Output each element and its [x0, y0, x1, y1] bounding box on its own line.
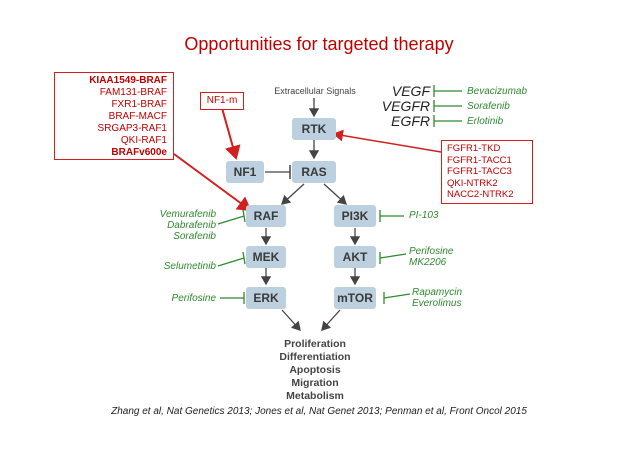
outcome-item: Differentiation: [279, 351, 351, 363]
ligand-vegfr: VEGFR: [381, 98, 430, 114]
fusion-item: FAM131-BRAF: [99, 87, 167, 98]
fusion-item: FXR1-BRAF: [111, 99, 167, 110]
drug-perifosine-akt: Perifosine: [409, 246, 454, 257]
citation: Zhang et al, Nat Genetics 2013; Jones et…: [111, 406, 527, 417]
akt-drugs: Perifosine MK2206: [409, 246, 453, 268]
right-drug-inhibitors: [379, 210, 411, 304]
outcomes-list: Proliferation Differentiation Apoptosis …: [260, 338, 370, 403]
fusion-item: SRGAP3-RAF1: [97, 123, 167, 134]
rtk-fusion-box: FGFR1-TKD FGFR1-TACC1 FGFR1-TACC3 QKI-NT…: [441, 140, 533, 204]
extracellular-signals-label: Extracellular Signals: [274, 86, 356, 96]
rtk-fusion-item: NACC2-NTRK2: [447, 189, 514, 200]
node-mtor: mTOR: [334, 287, 376, 309]
arrow-erk-outcomes: [281, 309, 301, 331]
drug-sorafenib-rtk: Sorafenib: [467, 101, 510, 112]
node-pi3k: PI3K: [334, 205, 376, 227]
drug-dabrafenib: Dabrafenib: [167, 220, 216, 231]
arrow-fusions-raf: [173, 153, 252, 212]
node-akt: AKT: [334, 246, 376, 268]
fusion-item: BRAF-MACF: [108, 111, 167, 122]
node-raf: RAF: [246, 205, 286, 227]
mtor-drugs: Rapamycin Everolimus: [412, 287, 462, 309]
drug-selumetinib: Selumetinib: [163, 261, 216, 272]
drug-everolimus: Everolimus: [412, 298, 462, 309]
fusion-box: KIAA1549-BRAF FAM131-BRAF FXR1-BRAF BRAF…: [54, 72, 174, 160]
slide-title: Opportunities for targeted therapy: [184, 34, 454, 54]
left-drug-inhibitors: [217, 209, 246, 304]
drug-pi103: PI-103: [409, 210, 439, 221]
arrow-ras-pi3k: [323, 183, 347, 205]
rtk-drug-inhibitors: [433, 85, 462, 127]
rtk-fusion-item: FGFR1-TKD: [447, 143, 501, 154]
drug-bevacizumab: Bevacizumab: [467, 86, 528, 97]
rtk-fusion-item: FGFR1-TACC3: [447, 166, 512, 177]
node-nf1: NF1: [226, 161, 264, 183]
ligand-egfr: EGFR: [391, 113, 430, 129]
fusion-item: KIAA1549-BRAF: [89, 75, 167, 86]
rtk-fusion-item: QKI-NTRK2: [447, 177, 498, 189]
nf1m-box: NF1-m: [200, 92, 244, 110]
drug-vemurafenib: Vemurafenib: [159, 209, 216, 220]
node-rtk: RTK: [292, 118, 336, 140]
node-ras: RAS: [292, 161, 336, 183]
outcome-item: Proliferation: [284, 338, 346, 350]
raf-drugs: Vemurafenib Dabrafenib Sorafenib: [120, 209, 216, 242]
rtk-fusion-item: FGFR1-TACC1: [447, 154, 512, 166]
drug-rapamycin: Rapamycin: [412, 287, 463, 298]
node-erk: ERK: [246, 287, 286, 309]
drug-sorafenib-raf: Sorafenib: [173, 231, 216, 242]
drug-perifosine-erk: Perifosine: [171, 293, 216, 304]
drug-erlotinib: Erlotinib: [467, 116, 504, 127]
fusion-item: BRAFv600e: [111, 147, 167, 158]
ligand-vegf: VEGF: [391, 83, 430, 99]
outcome-item: Metabolism: [286, 390, 344, 402]
node-mek: MEK: [246, 246, 286, 268]
arrow-mtor-outcomes: [321, 309, 341, 331]
outcome-item: Apoptosis: [289, 364, 341, 376]
outcome-item: Migration: [291, 377, 339, 389]
drug-mk2206: MK2206: [409, 257, 447, 268]
fusion-item: QKI-RAF1: [120, 135, 167, 146]
arrow-nf1m-nf1: [221, 107, 241, 160]
arrow-rtkfusions-rtk: [332, 129, 442, 153]
arrow-ras-raf: [281, 183, 305, 205]
